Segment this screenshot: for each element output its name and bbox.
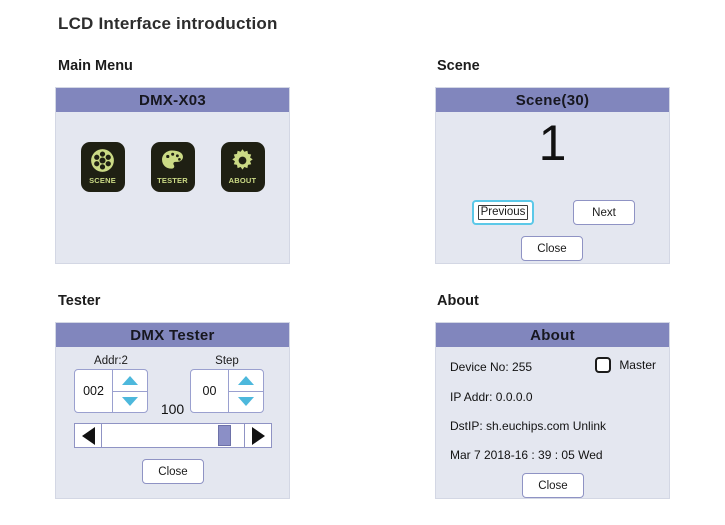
menu-tile-scene[interactable]: SCENE: [80, 142, 125, 192]
tester-body: Addr:2 002 Step 00: [56, 347, 289, 498]
triangle-left-icon: [81, 426, 95, 445]
menu-tile-about[interactable]: ABOUT: [220, 142, 265, 192]
tester-header: DMX Tester: [56, 323, 289, 347]
step-stepper[interactable]: 00: [190, 369, 264, 413]
menu-tile-tester[interactable]: TESTER: [150, 142, 195, 192]
scene-next-label: Next: [592, 206, 616, 219]
page-title: LCD Interface introduction: [58, 14, 278, 33]
section-label-about: About: [437, 293, 479, 309]
main-menu-panel: DMX-X03 SCENE: [55, 87, 290, 264]
step-decrement-button[interactable]: [229, 390, 263, 413]
triangle-down-icon: [238, 397, 254, 407]
address-caption: Addr:2: [94, 355, 128, 367]
main-menu-header: DMX-X03: [56, 88, 289, 112]
about-body: Device No: 255 IP Addr: 0.0.0.0 DstIP: s…: [436, 347, 669, 498]
menu-tile-label-about: ABOUT: [228, 176, 257, 185]
master-label: Master: [619, 358, 656, 372]
about-ip-addr: IP Addr: 0.0.0.0: [450, 390, 533, 404]
scene-number-display: 1: [538, 115, 567, 171]
address-spinner-group: Addr:2 002: [74, 355, 148, 413]
triangle-right-icon: [251, 426, 265, 445]
gear-icon: [229, 147, 256, 174]
step-value: 00: [202, 384, 217, 398]
slider-decrease-button[interactable]: [75, 424, 102, 447]
address-decrement-button[interactable]: [113, 390, 147, 413]
slider-thumb[interactable]: [218, 425, 232, 446]
address-stepper[interactable]: 002: [74, 369, 148, 413]
tester-panel: DMX Tester Addr:2 002 Step 00: [55, 322, 290, 499]
address-increment-button[interactable]: [113, 370, 147, 391]
about-header: About: [436, 323, 669, 347]
paint-palette-icon: [159, 147, 186, 174]
section-label-tester: Tester: [58, 293, 101, 309]
about-dst-ip: DstIP: sh.euchips.com Unlink: [450, 419, 607, 433]
main-menu-tile-row: SCENE TESTER: [56, 142, 289, 192]
menu-tile-label-tester: TESTER: [157, 176, 188, 185]
menu-tile-label-scene: SCENE: [89, 176, 116, 185]
slider-track[interactable]: [102, 424, 244, 447]
scene-close-button[interactable]: Close: [521, 236, 583, 261]
scene-next-button[interactable]: Next: [573, 200, 635, 225]
step-increment-button[interactable]: [229, 370, 263, 391]
about-close-label: Close: [538, 479, 568, 492]
triangle-up-icon: [238, 375, 254, 385]
section-label-main-menu: Main Menu: [58, 58, 133, 74]
scene-close-label: Close: [537, 242, 567, 255]
master-checkbox[interactable]: [595, 357, 612, 373]
address-value: 002: [83, 384, 104, 398]
step-caption: Step: [215, 355, 239, 367]
scene-previous-label: Previous: [477, 205, 529, 220]
tester-close-label: Close: [158, 465, 188, 478]
address-arrows: [112, 370, 147, 412]
about-panel: About Device No: 255 IP Addr: 0.0.0.0 Ds…: [435, 322, 670, 499]
level-slider[interactable]: [74, 423, 272, 448]
film-reel-icon: [89, 147, 116, 174]
slider-value-display: 100: [160, 401, 185, 417]
triangle-up-icon: [122, 375, 138, 385]
about-device-no: Device No: 255: [450, 360, 533, 374]
step-arrows: [228, 370, 263, 412]
step-spinner-group: Step 00: [190, 355, 264, 413]
master-toggle-group[interactable]: Master: [595, 357, 656, 373]
tester-close-button[interactable]: Close: [142, 459, 204, 484]
main-menu-body: SCENE TESTER: [56, 112, 289, 263]
scene-header: Scene(30): [436, 88, 669, 112]
section-label-scene: Scene: [437, 58, 480, 74]
slider-increase-button[interactable]: [244, 424, 271, 447]
triangle-down-icon: [122, 397, 138, 407]
scene-panel: Scene(30) 1 Previous Next Close: [435, 87, 670, 264]
about-datetime: Mar 7 2018-16 : 39 : 05 Wed: [450, 448, 603, 462]
scene-previous-button[interactable]: Previous: [472, 200, 534, 225]
about-close-button[interactable]: Close: [522, 473, 584, 498]
scene-body: 1 Previous Next Close: [436, 112, 669, 263]
